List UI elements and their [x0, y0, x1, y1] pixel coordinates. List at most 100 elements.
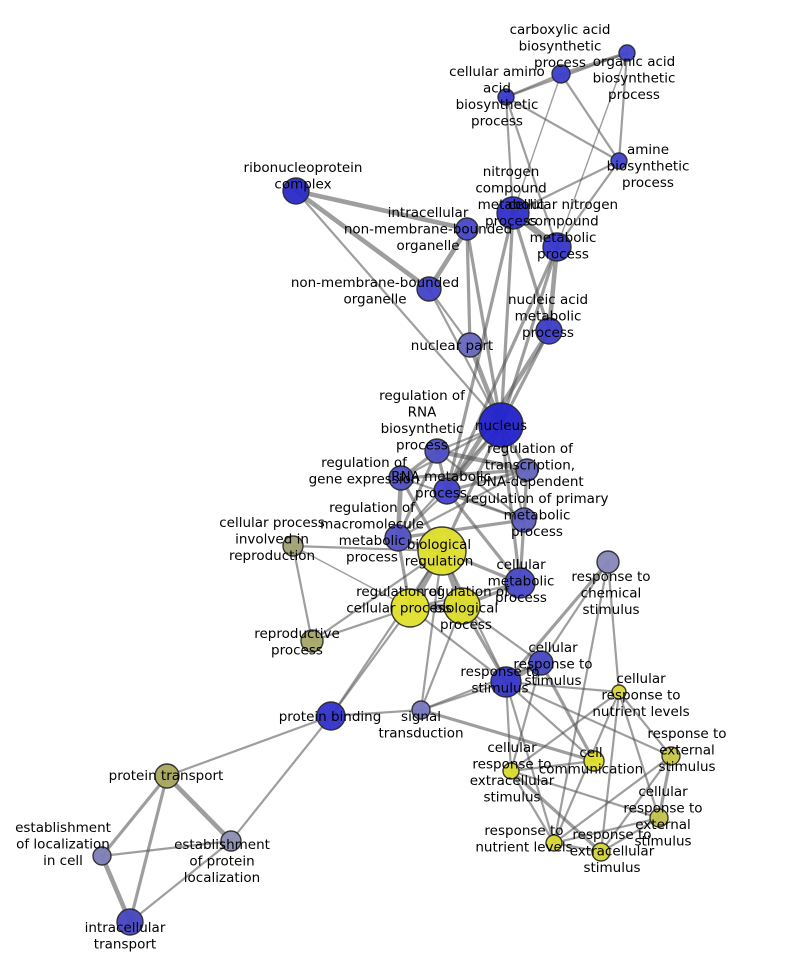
node-label-reg_cell: regulation of: [356, 584, 443, 600]
edge-amine-cell_nitrogen: [555, 159, 621, 249]
node-rna_metab[interactable]: [433, 477, 461, 505]
node-label-amine: amine: [627, 142, 669, 158]
node-cpir[interactable]: [282, 535, 304, 557]
node-nucleic[interactable]: [535, 317, 563, 345]
node-label-carboxylic: carboxylic acid: [510, 22, 611, 38]
node-reg_primary[interactable]: [511, 507, 537, 533]
node-label-resp_ext: response to: [647, 726, 726, 742]
node-label-cpir: reproduction: [229, 548, 315, 564]
node-cr_external[interactable]: [649, 808, 669, 828]
node-label-est_loc_cell: establishment: [15, 820, 111, 836]
edge-prot_transport-est_prot_loc: [164, 773, 234, 844]
edge-cell_resp-cr_extracell: [509, 661, 543, 773]
node-label-cell_amino: process: [471, 114, 523, 130]
node-cell_resp[interactable]: [528, 650, 554, 676]
edge-resp_stim-cell_comm: [504, 680, 596, 763]
edge-cr_nutrient-resp_extracell: [599, 690, 621, 854]
edge-organic-cell_nitrogen: [556, 52, 628, 248]
node-nitrogen[interactable]: [496, 196, 530, 230]
node-label-nmbo: non-membrane-bounded: [291, 275, 459, 291]
node-reg_gene[interactable]: [388, 465, 414, 491]
node-reg_rna[interactable]: [424, 438, 450, 464]
node-signal_trans[interactable]: [411, 700, 431, 720]
node-label-rnp_complex: complex: [274, 177, 331, 193]
node-label-repro: reproductive: [254, 626, 340, 642]
node-label-cell_nitrogen: metabolic: [530, 230, 597, 246]
edge-cell_amino-nitrogen: [504, 95, 515, 215]
node-bio_reg[interactable]: [417, 526, 467, 576]
node-label-nucleic: metabolic: [515, 309, 582, 325]
edge-prot_bind-signal_trans: [329, 708, 423, 718]
node-cr_nutrient[interactable]: [611, 684, 627, 700]
node-nucleus[interactable]: [478, 402, 524, 448]
edge-prot_bind-prot_transport: [165, 714, 333, 778]
edge-cpir-bio_reg: [291, 544, 444, 553]
node-carboxylic[interactable]: [551, 64, 571, 84]
node-cell_metab[interactable]: [504, 567, 536, 599]
node-reg_macro[interactable]: [384, 524, 412, 552]
node-label-reg_rna: biosynthetic: [381, 421, 464, 437]
edge-carboxylic-amine: [559, 72, 621, 163]
node-nmbo[interactable]: [416, 276, 442, 302]
node-rnp_complex[interactable]: [282, 177, 310, 205]
edge-nucleus-cell_metab: [499, 423, 522, 585]
node-label-nitrogen: process: [485, 214, 537, 230]
edge-resp_ext-cr_external: [657, 754, 673, 820]
node-amine[interactable]: [610, 152, 628, 170]
edge-est_prot_loc-est_loc_cell: [100, 839, 233, 858]
node-nuclear_part[interactable]: [457, 332, 483, 358]
edge-rnp_complex-nucleus: [294, 189, 503, 427]
node-label-cell_amino: cellular amino: [449, 64, 545, 80]
node-label-resp_ext: external: [659, 743, 715, 759]
node-label-reg_bio: regulation of: [423, 584, 510, 600]
node-label-bio_reg: regulation: [405, 554, 474, 570]
node-label-reg_rna: RNA: [408, 405, 437, 421]
node-label-reg_rna: process: [396, 438, 448, 454]
node-reg_transcription[interactable]: [515, 458, 539, 482]
node-resp_ext[interactable]: [661, 746, 681, 766]
node-label-reg_macro: metabolic: [339, 533, 406, 549]
node-resp_chem[interactable]: [596, 550, 620, 574]
node-label-reg_transcription: DNA-dependent: [476, 474, 583, 490]
node-est_loc_cell[interactable]: [92, 846, 112, 866]
node-resp_stim[interactable]: [490, 666, 522, 698]
node-cell_nitrogen[interactable]: [542, 232, 572, 262]
node-reg_bio[interactable]: [443, 587, 481, 625]
node-label-cr_external: cellular: [638, 784, 688, 800]
edge-cell_amino-cell_nitrogen: [504, 95, 559, 249]
node-label-resp_stim: response to: [460, 664, 539, 680]
edge-reg_transcription-reg_macro: [396, 468, 529, 540]
node-prot_bind[interactable]: [316, 701, 346, 731]
node-intra_nmbo[interactable]: [455, 217, 479, 241]
node-label-carboxylic: process: [534, 55, 586, 71]
edge-resp_ext-resp_extracell: [599, 754, 673, 854]
node-label-nucleus: nucleus: [475, 418, 527, 434]
node-label-intra_transport: intracellular: [85, 920, 166, 936]
node-prot_transport[interactable]: [154, 763, 180, 789]
edge-signal_trans-cell_resp: [419, 661, 543, 712]
node-label-est_prot_loc: of protein: [189, 854, 254, 870]
node-cell_amino[interactable]: [497, 88, 515, 106]
node-label-cell_nitrogen: cellular nitrogen: [508, 197, 618, 213]
node-cr_extracell[interactable]: [502, 762, 520, 780]
node-est_prot_loc[interactable]: [220, 830, 242, 852]
edge-repro-bio_reg: [310, 549, 444, 643]
edge-cr_external-cr_extracell: [509, 769, 661, 820]
node-resp_nutrient[interactable]: [545, 834, 563, 852]
node-label-cell_resp: response to: [513, 657, 592, 673]
node-reg_cell[interactable]: [390, 588, 430, 628]
node-repro[interactable]: [300, 629, 324, 653]
node-intra_transport[interactable]: [116, 908, 144, 936]
edge-reg_rna-reg_transcription: [434, 448, 530, 473]
edge-cr_extracell-resp_nutrient: [509, 769, 556, 845]
node-label-resp_ext: stimulus: [658, 759, 715, 775]
node-resp_extracell[interactable]: [591, 842, 611, 862]
node-organic[interactable]: [618, 44, 636, 62]
edge-rnp_complex-nmbo: [293, 188, 432, 292]
node-label-cell_amino: acid: [483, 81, 511, 97]
node-label-cell_metab: cellular: [496, 557, 546, 573]
node-cell_comm[interactable]: [583, 750, 605, 772]
node-label-cell_nitrogen: process: [537, 247, 589, 263]
node-label-cr_external: response to: [623, 801, 702, 817]
